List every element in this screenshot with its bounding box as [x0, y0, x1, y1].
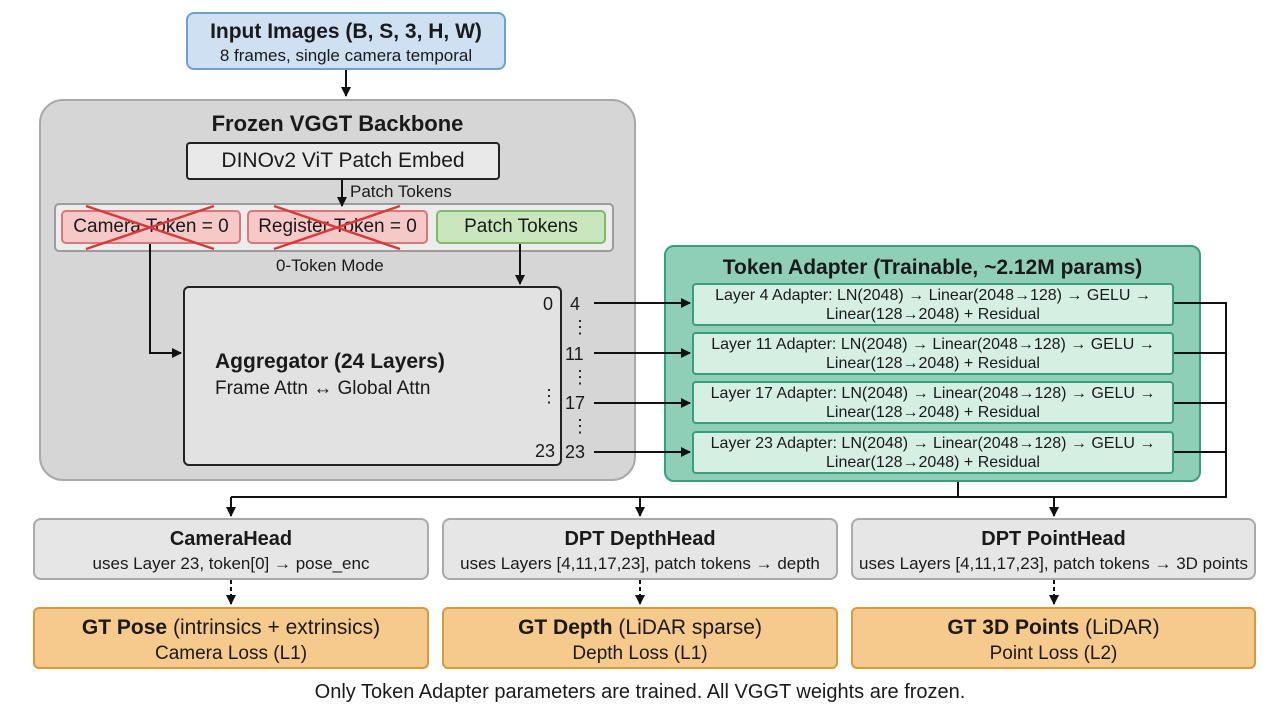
input-images-title: Input Images (B, S, 3, H, W) — [210, 20, 482, 43]
layer-label-11: 11 — [565, 344, 584, 364]
patch-tokens-box: Patch Tokens — [436, 210, 606, 244]
adapter-layer-23: Layer 23 Adapter: LN(2048) → Linear(2048… — [692, 431, 1174, 474]
adapter-layer-4: Layer 4 Adapter: LN(2048) → Linear(2048→… — [692, 283, 1174, 326]
gt-title-bold: GT 3D Points — [947, 616, 1080, 639]
gt-points-box: GT 3D Points (LiDAR) Point Loss (L2) — [851, 607, 1256, 669]
head-title: CameraHead — [169, 528, 293, 550]
head-desc: uses Layers [4,11,17,23], patch tokens →… — [858, 554, 1249, 573]
gt-title-bold: GT Pose — [81, 616, 168, 639]
adapter-line-2: Linear(128→2048) + Residual — [826, 355, 1040, 372]
head-desc: uses Layer 23, token[0] → pose_enc — [92, 554, 370, 573]
footer-note: Only Token Adapter parameters are traine… — [314, 681, 966, 703]
adapter-line-2: Linear(128→2048) + Residual — [826, 404, 1040, 421]
input-images-box: Input Images (B, S, 3, H, W) 8 frames, s… — [186, 12, 506, 70]
head-title: DPT DepthHead — [564, 528, 716, 550]
camera-token-box: Camera Token = 0 — [61, 210, 241, 244]
register-token-box: Register Token = 0 — [247, 210, 428, 244]
input-images-subtitle: 8 frames, single camera temporal — [219, 46, 473, 65]
head-desc: uses Layers [4,11,17,23], patch tokens →… — [460, 554, 820, 573]
gt-title-rest: (LiDAR sparse) — [612, 616, 762, 639]
adapter-line-2: Linear(128→2048) + Residual — [826, 454, 1040, 471]
head-title: DPT PointHead — [981, 528, 1126, 550]
adapter-title: Token Adapter (Trainable, ~2.12M params) — [722, 256, 1143, 279]
adapter-line-1: Layer 4 Adapter: LN(2048) → Linear(2048→… — [715, 287, 1151, 304]
aggregator-box: Aggregator (24 Layers) Frame Attn ↔ Glob… — [183, 286, 562, 466]
gt-depth-box: GT Depth (LiDAR sparse) Depth Loss (L1) — [442, 607, 838, 669]
layer-label-17: 17 — [565, 393, 586, 413]
vertical-dots: ⋮ — [571, 416, 589, 436]
backbone-title: Frozen VGGT Backbone — [211, 111, 464, 136]
aggregator-index-dots: ⋮ — [540, 386, 558, 406]
gt-loss: Camera Loss (L1) — [154, 643, 308, 664]
depth-head-box: DPT DepthHead uses Layers [4,11,17,23], … — [442, 518, 838, 580]
gt-title-bold: GT Depth — [518, 616, 613, 639]
adapter-line-1: Layer 17 Adapter: LN(2048) → Linear(2048… — [710, 385, 1156, 402]
aggregator-title: Aggregator (24 Layers) — [215, 350, 445, 373]
vertical-dots: ⋮ — [571, 317, 589, 337]
layer-label-23: 23 — [565, 442, 586, 462]
point-head-box: DPT PointHead uses Layers [4,11,17,23], … — [851, 518, 1256, 580]
layer-label-4: 4 — [570, 294, 581, 314]
gt-pose-box: GT Pose (intrinsics + extrinsics) Camera… — [33, 607, 429, 669]
camera-head-box: CameraHead uses Layer 23, token[0] → pos… — [33, 518, 429, 580]
aggregator-index-bottom: 23 — [535, 441, 556, 461]
gt-title-rest: (intrinsics + extrinsics) — [167, 616, 381, 639]
aggregator-subtitle: Frame Attn ↔ Global Attn — [215, 378, 431, 399]
adapter-line-2: Linear(128→2048) + Residual — [826, 306, 1040, 323]
adapter-line-1: Layer 23 Adapter: LN(2048) → Linear(2048… — [710, 435, 1156, 452]
patch-embed-box: DINOv2 ViT Patch Embed — [186, 142, 500, 180]
adapter-layer-17: Layer 17 Adapter: LN(2048) → Linear(2048… — [692, 381, 1174, 424]
vertical-dots: ⋮ — [571, 367, 589, 387]
aggregator-index-top: 0 — [543, 294, 554, 314]
zero-token-mode-label: 0-Token Mode — [276, 256, 384, 275]
adapter-layer-11: Layer 11 Adapter: LN(2048) → Linear(2048… — [692, 332, 1174, 375]
patch-tokens-label: Patch Tokens — [350, 182, 452, 201]
gt-loss: Point Loss (L2) — [989, 643, 1118, 664]
gt-title-rest: (LiDAR) — [1079, 616, 1160, 639]
adapter-line-1: Layer 11 Adapter: LN(2048) → Linear(2048… — [711, 336, 1155, 353]
gt-loss: Depth Loss (L1) — [572, 643, 708, 664]
